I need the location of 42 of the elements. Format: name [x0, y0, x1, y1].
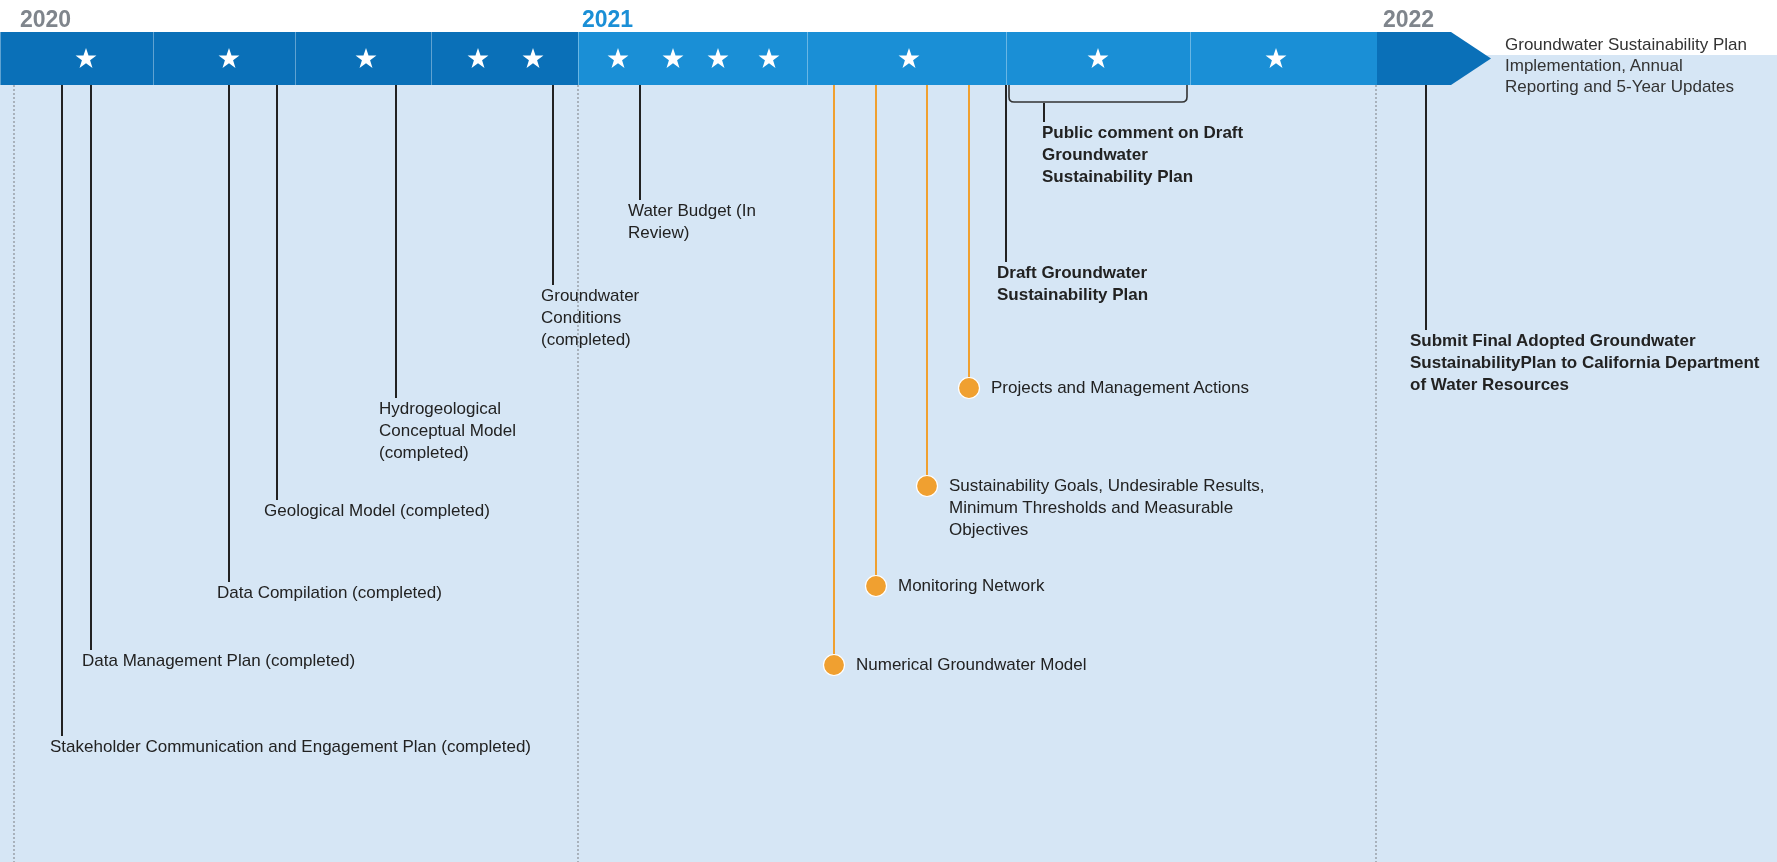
leader-line — [1005, 84, 1007, 263]
year-label: 2021 — [582, 6, 634, 32]
milestone-text: Submit Final Adopted Groundwater SustainabilityPlan to California Department of Water Resources — [1410, 330, 1760, 396]
timeline-segment — [807, 32, 1006, 85]
leader-line — [957, 84, 981, 400]
milestone-text: Data Management Plan (completed) — [82, 650, 462, 672]
timeline-segment — [431, 32, 578, 85]
milestone-text: Stakeholder Communication and Engagement Plan (completed) — [50, 736, 770, 758]
timeline-segment — [295, 32, 431, 85]
note-text: Groundwater Sustainability Plan Implementation, Annual Reporting and 5-Year Updates — [1505, 34, 1748, 97]
leader-line — [1043, 102, 1045, 123]
timeline-segment — [1006, 32, 1190, 85]
bracket — [1008, 85, 1188, 103]
leader-line — [639, 84, 641, 201]
milestone-text: Draft Groundwater Sustainability Plan — [997, 262, 1207, 306]
leader-line — [822, 84, 846, 677]
year-label: 2020 — [20, 6, 72, 32]
milestone-text: Geological Model (completed) — [264, 500, 584, 522]
leader-line — [90, 84, 92, 651]
milestone-text: Sustainability Goals, Undesirable Results, Minimum Thresholds and Measurable Objectives — [927, 475, 1297, 541]
milestone-text: Monitoring Network — [876, 575, 1176, 597]
timeline-segment — [1190, 32, 1377, 85]
leader-line — [1425, 84, 1427, 331]
milestone-text: Groundwater Conditions (completed) — [541, 285, 671, 351]
year-label: 2022 — [1383, 6, 1435, 32]
milestone-text: Projects and Management Actions — [969, 377, 1349, 399]
timeline-segment — [153, 32, 295, 85]
leader-line — [61, 84, 63, 737]
milestone-text: Public comment on Draft Groundwater Sustainability Plan — [1042, 122, 1262, 188]
leader-line — [395, 84, 397, 399]
leader-line — [915, 84, 939, 498]
milestone-text: Hydrogeological Conceptual Model (completed) — [379, 398, 559, 464]
leader-line — [864, 84, 888, 598]
milestone-text: Numerical Groundwater Model — [834, 654, 1174, 676]
leader-line — [228, 84, 230, 583]
leader-line — [276, 84, 278, 501]
timeline-segment — [0, 32, 153, 85]
leader-line — [552, 84, 554, 286]
milestone-text: Water Budget (In Review) — [628, 200, 758, 244]
milestone-text: Data Compilation (completed) — [217, 582, 557, 604]
timeline-segment — [578, 32, 807, 85]
timeline-arrow — [1377, 32, 1491, 85]
